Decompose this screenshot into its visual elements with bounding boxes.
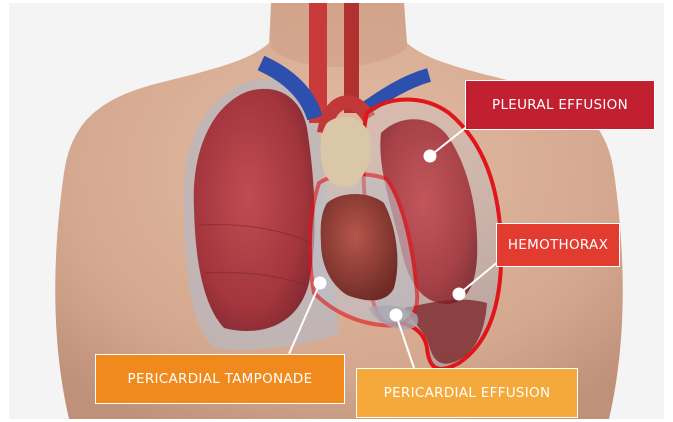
pleural-effusion-label: PLEURAL EFFUSION — [465, 80, 655, 130]
hemothorax-label: HEMOTHORAX — [496, 223, 620, 267]
right-lung — [194, 89, 315, 331]
pericardial-tamponade-label: PERICARDIAL TAMPONADE — [95, 354, 345, 404]
chest-illustration: PLEURAL EFFUSION HEMOTHORAX PERICARDIAL … — [9, 3, 664, 419]
pericardial-effusion-label: PERICARDIAL EFFUSION — [356, 368, 578, 418]
